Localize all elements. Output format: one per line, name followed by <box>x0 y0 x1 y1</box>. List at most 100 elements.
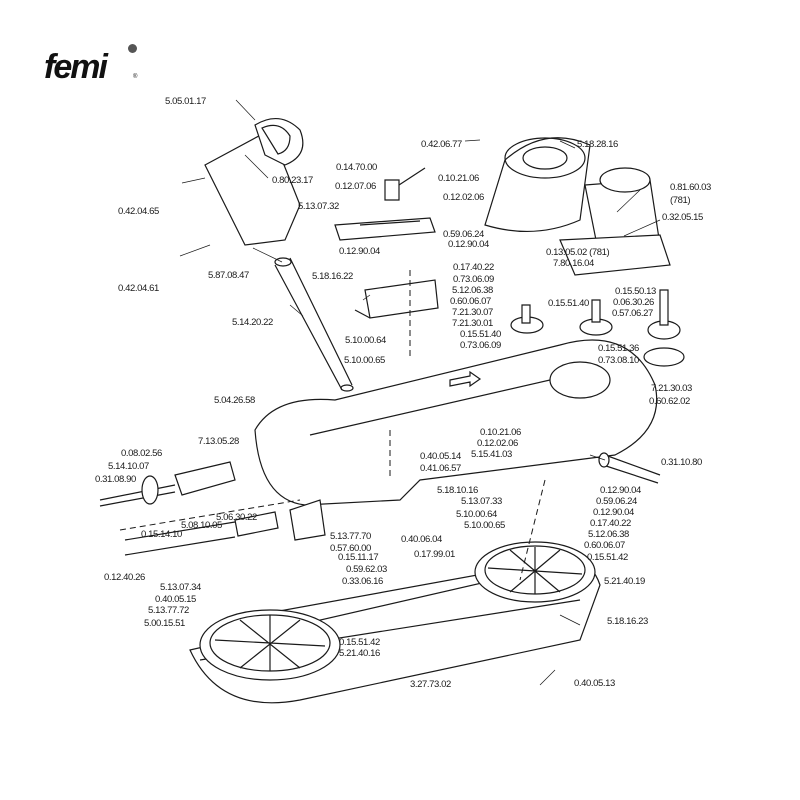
part-label: 5.13.07.32 <box>298 201 339 212</box>
part-label: 0.17.40.22 <box>590 518 631 529</box>
part-label: 0.60.06.07 <box>584 540 625 551</box>
leader-lines <box>180 100 660 685</box>
part-label: 0.42.04.65 <box>118 206 159 217</box>
part-label: 0.12.90.04 <box>448 239 489 250</box>
part-label: 0.17.40.22 <box>453 262 494 273</box>
part-label: 5.18.16.23 <box>607 616 648 627</box>
part-label: 0.12.02.06 <box>477 438 518 449</box>
part-label: 5.10.00.64 <box>345 335 386 346</box>
femi-logo: femi <box>44 48 108 86</box>
bracket-top <box>335 168 435 240</box>
motor-cover <box>485 138 590 232</box>
part-label: 5.10.00.65 <box>464 520 505 531</box>
part-label: 0.33.06.16 <box>342 576 383 587</box>
part-label: 0.12.90.04 <box>593 507 634 518</box>
part-label: 0.80.23.17 <box>272 175 313 186</box>
part-label: 7.21.30.03 <box>651 383 692 394</box>
gear-left <box>511 305 543 333</box>
part-label: 0.73.06.09 <box>453 274 494 285</box>
part-label: 7.21.30.07 <box>452 307 493 318</box>
part-label: 5.87.08.47 <box>208 270 249 281</box>
part-label: 0.12.90.04 <box>600 485 641 496</box>
motor <box>560 168 670 275</box>
part-label: 0.59.06.24 <box>596 496 637 507</box>
part-label: (781) <box>670 195 691 206</box>
part-label: 5.21.40.16 <box>339 648 380 659</box>
part-label: 0.15.51.42 <box>587 552 628 563</box>
part-label: 0.60.06.07 <box>450 296 491 307</box>
bolt-part <box>599 453 660 483</box>
part-label: 7.80.16.04 <box>553 258 594 269</box>
part-label: 5.00.15.51 <box>144 618 185 629</box>
part-label: 0.40.06.04 <box>401 534 442 545</box>
main-frame <box>255 340 657 505</box>
part-label: 0.73.08.10 <box>598 355 639 366</box>
part-label: 7.21.30.01 <box>452 318 493 329</box>
part-label: 0.41.06.57 <box>420 463 461 474</box>
part-label: 5.18.28.16 <box>577 139 618 150</box>
part-label: 0.15.50.13 <box>615 286 656 297</box>
wheel-right <box>475 542 595 602</box>
part-label: 5.12.06.38 <box>588 529 629 540</box>
part-label: 5.04.26.58 <box>214 395 255 406</box>
part-label: 5.14.10.07 <box>108 461 149 472</box>
logo-dot-icon <box>128 44 137 53</box>
gear-right <box>644 290 684 366</box>
part-label: 5.14.20.22 <box>232 317 273 328</box>
part-label: 5.10.00.64 <box>456 509 497 520</box>
part-label: 0.15.11.17 <box>338 552 379 563</box>
part-label: 5.13.77.72 <box>148 605 189 616</box>
part-label: 0.60.62.02 <box>649 396 690 407</box>
part-label: 0.32.05.15 <box>662 212 703 223</box>
wheel-left <box>200 610 340 680</box>
part-label: 0.08.02.56 <box>121 448 162 459</box>
tube-part <box>275 258 353 391</box>
part-label: 0.59.62.03 <box>346 564 387 575</box>
part-label: 5.15.41.03 <box>471 449 512 460</box>
part-label: 0.59.06.24 <box>443 229 484 240</box>
part-label: 0.12.90.04 <box>339 246 380 257</box>
part-label: 5.18.10.16 <box>437 485 478 496</box>
part-label: 0.15.14.10 <box>141 529 182 540</box>
part-label: 0.15.51.36 <box>598 343 639 354</box>
part-label: 0.12.02.06 <box>443 192 484 203</box>
part-label: 0.06.30.26 <box>613 297 654 308</box>
registered-mark: ® <box>133 74 138 80</box>
part-label: 0.14.70.00 <box>336 162 377 173</box>
tension-adjuster <box>100 462 325 555</box>
gear-middle <box>580 300 612 335</box>
part-label: 5.18.16.22 <box>312 271 353 282</box>
part-label: 0.17.99.01 <box>414 549 455 560</box>
part-label: 0.81.60.03 <box>670 182 711 193</box>
part-label: 0.15.51.40 <box>460 329 501 340</box>
part-label: 5.06.30.22 <box>216 512 257 523</box>
part-label: 0.40.05.15 <box>155 594 196 605</box>
part-label: 0.15.51.40 <box>548 298 589 309</box>
part-label: 5.08.10.05 <box>181 520 222 531</box>
part-label: 0.13.05.02 (781) <box>546 247 610 258</box>
part-label: 0.12.07.06 <box>335 181 376 192</box>
handle-assembly <box>205 119 303 245</box>
part-label: 0.42.04.61 <box>118 283 159 294</box>
part-label: 0.40.05.14 <box>420 451 461 462</box>
part-label: 5.13.77.70 <box>330 531 371 542</box>
part-label: 5.05.01.17 <box>165 96 206 107</box>
part-label: 0.57.06.27 <box>612 308 653 319</box>
part-label: 0.10.21.06 <box>480 427 521 438</box>
part-label: 0.57.60.00 <box>330 543 371 554</box>
plate-part <box>355 280 438 318</box>
part-label: 3.27.73.02 <box>410 679 451 690</box>
part-label: 5.13.07.33 <box>461 496 502 507</box>
part-label: 5.13.07.34 <box>160 582 201 593</box>
part-label: 0.40.05.13 <box>574 678 615 689</box>
part-label: 0.15.51.42 <box>339 637 380 648</box>
part-label: 5.12.06.38 <box>452 285 493 296</box>
part-label: 0.73.06.09 <box>460 340 501 351</box>
part-label: 5.10.00.65 <box>344 355 385 366</box>
part-label: 0.31.08.90 <box>95 474 136 485</box>
part-label: 0.31.10.80 <box>661 457 702 468</box>
assembly-lines <box>120 270 545 580</box>
part-label: 0.12.40.26 <box>104 572 145 583</box>
part-label: 5.21.40.19 <box>604 576 645 587</box>
